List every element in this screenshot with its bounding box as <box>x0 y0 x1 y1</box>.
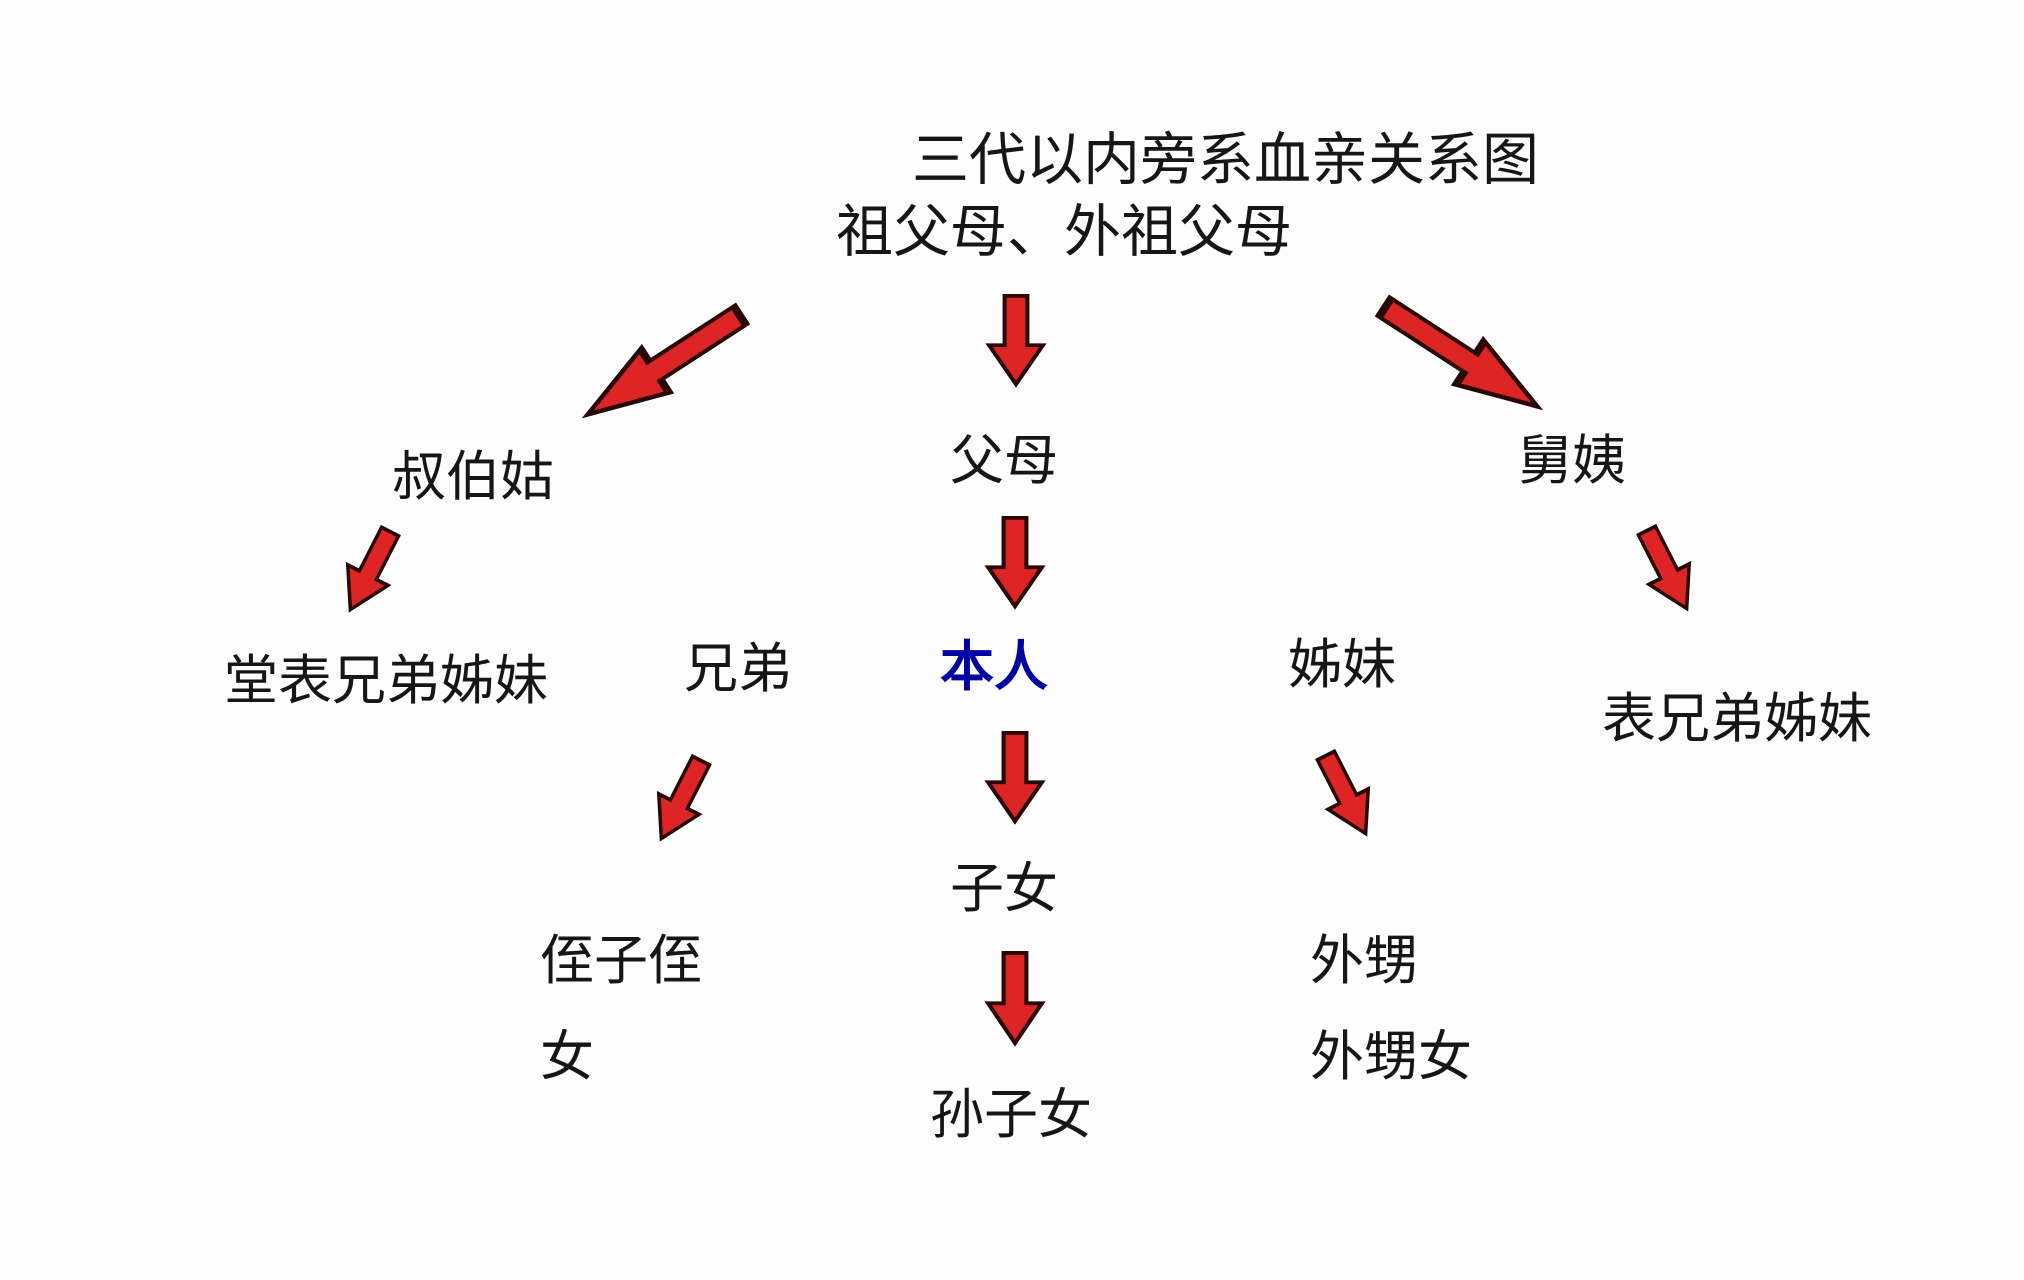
arrow-down-right-icon <box>1301 741 1390 848</box>
arrow-down-icon <box>984 730 1046 825</box>
diagram-title: 三代以内旁系血亲关系图 <box>912 127 1539 193</box>
node-sororal-nephews-line2: 外甥女 <box>1310 1025 1472 1088</box>
node-paternal-cousins: 堂表兄弟姊妹 <box>224 649 548 712</box>
node-grandchildren: 孙子女 <box>930 1083 1092 1146</box>
node-self: 本人 <box>940 635 1048 698</box>
arrow-down-icon <box>985 293 1047 388</box>
node-nephews-line1: 侄子侄 <box>540 929 702 992</box>
node-sisters: 姊妹 <box>1288 633 1396 696</box>
node-parents: 父母 <box>950 429 1058 492</box>
node-nephews-nieces: 侄子侄 女 <box>540 929 702 1122</box>
arrow-down-icon <box>984 950 1046 1047</box>
node-maternal-cousins: 表兄弟姊妹 <box>1602 687 1872 750</box>
arrow-down-icon <box>984 515 1046 610</box>
node-children: 子女 <box>950 857 1058 920</box>
arrow-down-right-icon <box>1622 516 1711 623</box>
node-sororal-nephews-nieces: 外甥 外甥女 <box>1310 929 1472 1122</box>
node-paternal-uncles-aunts: 叔伯姑 <box>392 445 554 508</box>
arrow-down-left-icon <box>565 287 761 444</box>
node-maternal-uncles-aunts: 舅姨 <box>1518 429 1626 492</box>
node-sororal-nephews-line1: 外甥 <box>1310 929 1418 992</box>
arrow-down-right-icon <box>1364 279 1560 436</box>
arrow-down-left-icon <box>325 517 414 624</box>
node-brothers: 兄弟 <box>684 637 792 700</box>
node-grandparents: 祖父母、外祖父母 <box>836 199 1292 265</box>
arrow-down-left-icon <box>636 746 725 853</box>
node-nephews-line2: 女 <box>540 1025 594 1088</box>
